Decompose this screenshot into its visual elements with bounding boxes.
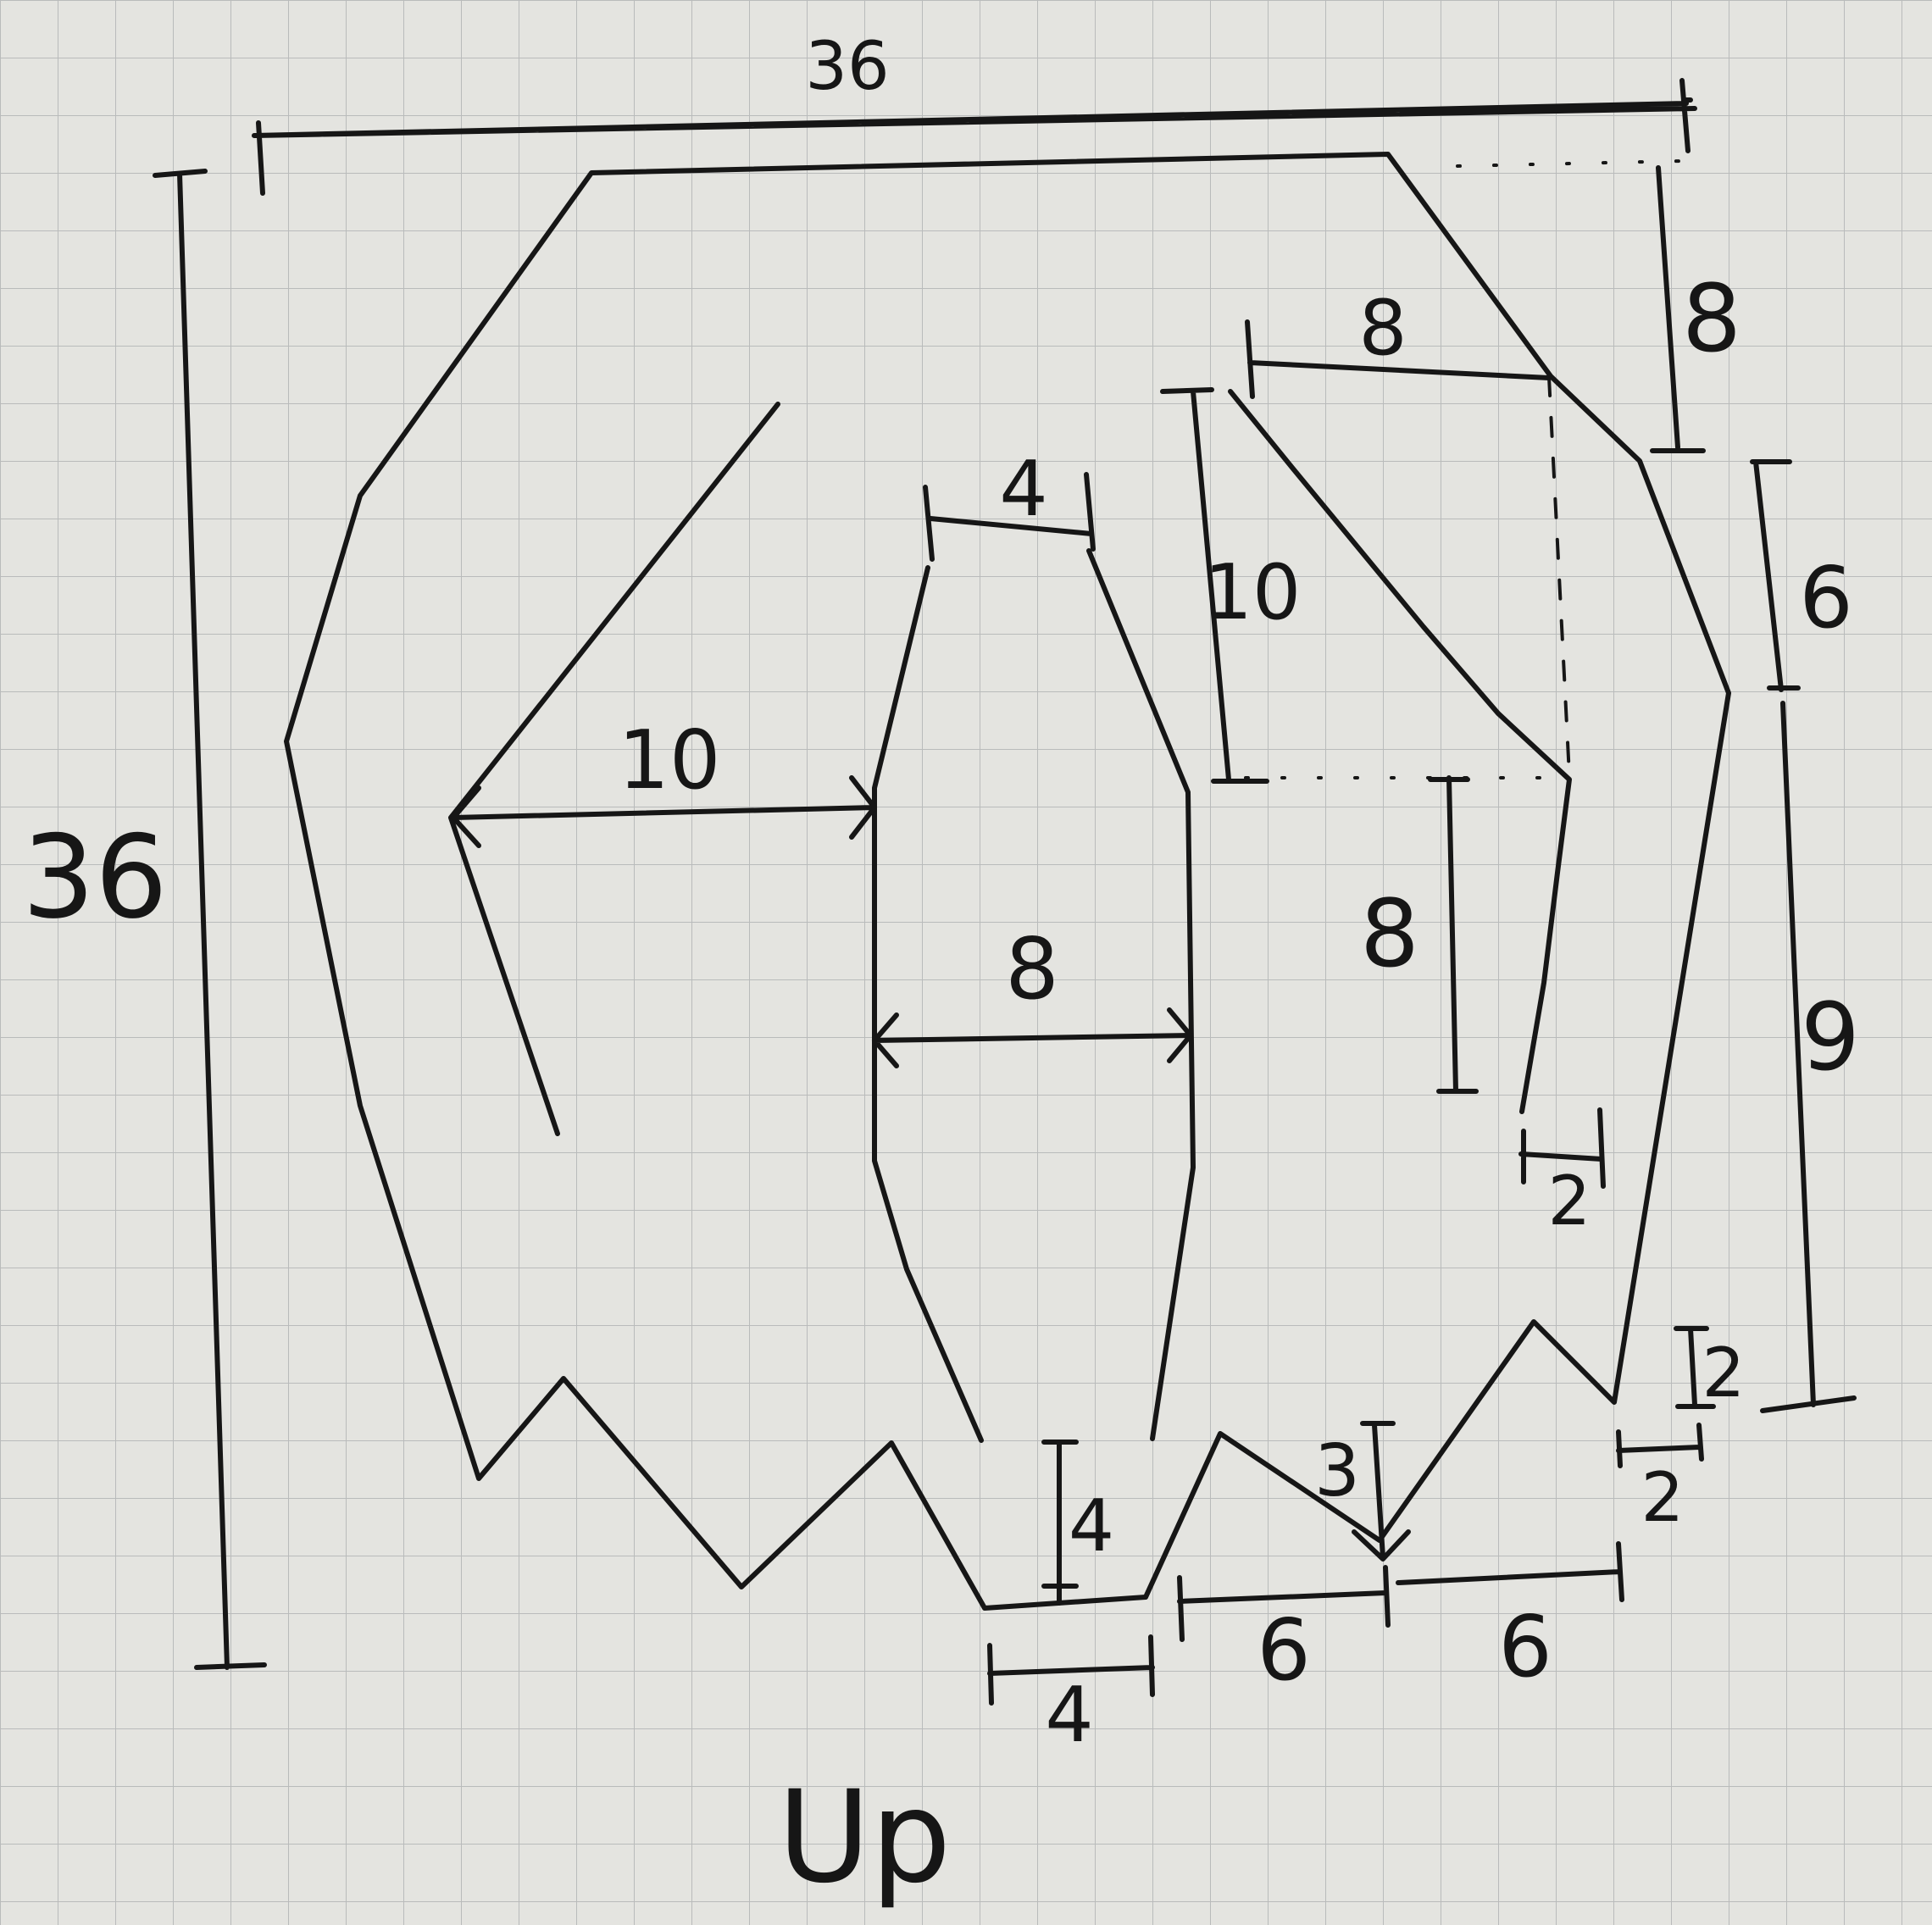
label-tooth-center: 3: [1314, 1429, 1360, 1513]
dim-nose-mid-width: [872, 1007, 1193, 1068]
right-eye-outline: [1228, 389, 1572, 1114]
label-eye-right-bottom: 2: [1548, 1162, 1591, 1240]
dim-overall-height: [153, 169, 267, 1670]
label-right-segment-upper: 6: [1799, 548, 1853, 647]
dim-mouth-gap-height: [1041, 1440, 1079, 1606]
nose-outline: [872, 548, 1196, 1443]
dim-overall-width: [252, 78, 1697, 196]
label-eye-right-width: 8: [1358, 284, 1407, 373]
label-nose-mid-width: 8: [1005, 919, 1059, 1018]
dim-nose-top-width: [923, 472, 1096, 562]
dim-eye-left-span: [451, 775, 877, 848]
dim-mouth-span-left: [1177, 1565, 1391, 1642]
dim-eye-right-height: [1160, 387, 1269, 784]
label-eye-right-height: 10: [1204, 548, 1302, 637]
top-right-guide: [1456, 159, 1684, 168]
label-mouth-gap-height: 4: [1069, 1484, 1114, 1568]
label-eye-left-span: 10: [619, 714, 721, 807]
label-tooth-right-width: 2: [1641, 1458, 1685, 1537]
dim-eye-right-bottom: [1518, 1107, 1606, 1189]
label-nose-top-width: 4: [999, 445, 1047, 534]
dim-mouth-gap-width: [987, 1634, 1155, 1706]
dim-eye-right-lower: [1428, 775, 1479, 1094]
label-eye-right-lower: 8: [1360, 879, 1419, 988]
dim-eye-right-width: [1245, 319, 1552, 399]
label-mouth-span-right: 6: [1498, 1597, 1552, 1696]
label-overall-height: 36: [22, 811, 168, 944]
label-top-right-vertical: 8: [1682, 264, 1741, 373]
label-overall-width: 36: [805, 29, 889, 105]
label-right-segment-lower: 9: [1801, 983, 1860, 1091]
dim-right-segment-lower: [1760, 701, 1857, 1413]
dim-top-right-vertical: [1650, 165, 1706, 453]
outer-outline: [284, 152, 1731, 1611]
label-tooth-right-height: 2: [1702, 1334, 1746, 1412]
right-eye-guide-vertical: [1547, 375, 1571, 777]
note-up: Up: [777, 1764, 951, 1911]
label-mouth-gap-width: 4: [1045, 1671, 1093, 1760]
dim-right-segment-upper: [1750, 459, 1801, 692]
dim-mouth-span-right: [1396, 1541, 1624, 1602]
dim-tooth-right-height: [1674, 1326, 1716, 1409]
dim-tooth-center: [1352, 1421, 1411, 1562]
dim-tooth-right-width: [1616, 1423, 1704, 1468]
label-mouth-span-left: 6: [1257, 1600, 1311, 1700]
